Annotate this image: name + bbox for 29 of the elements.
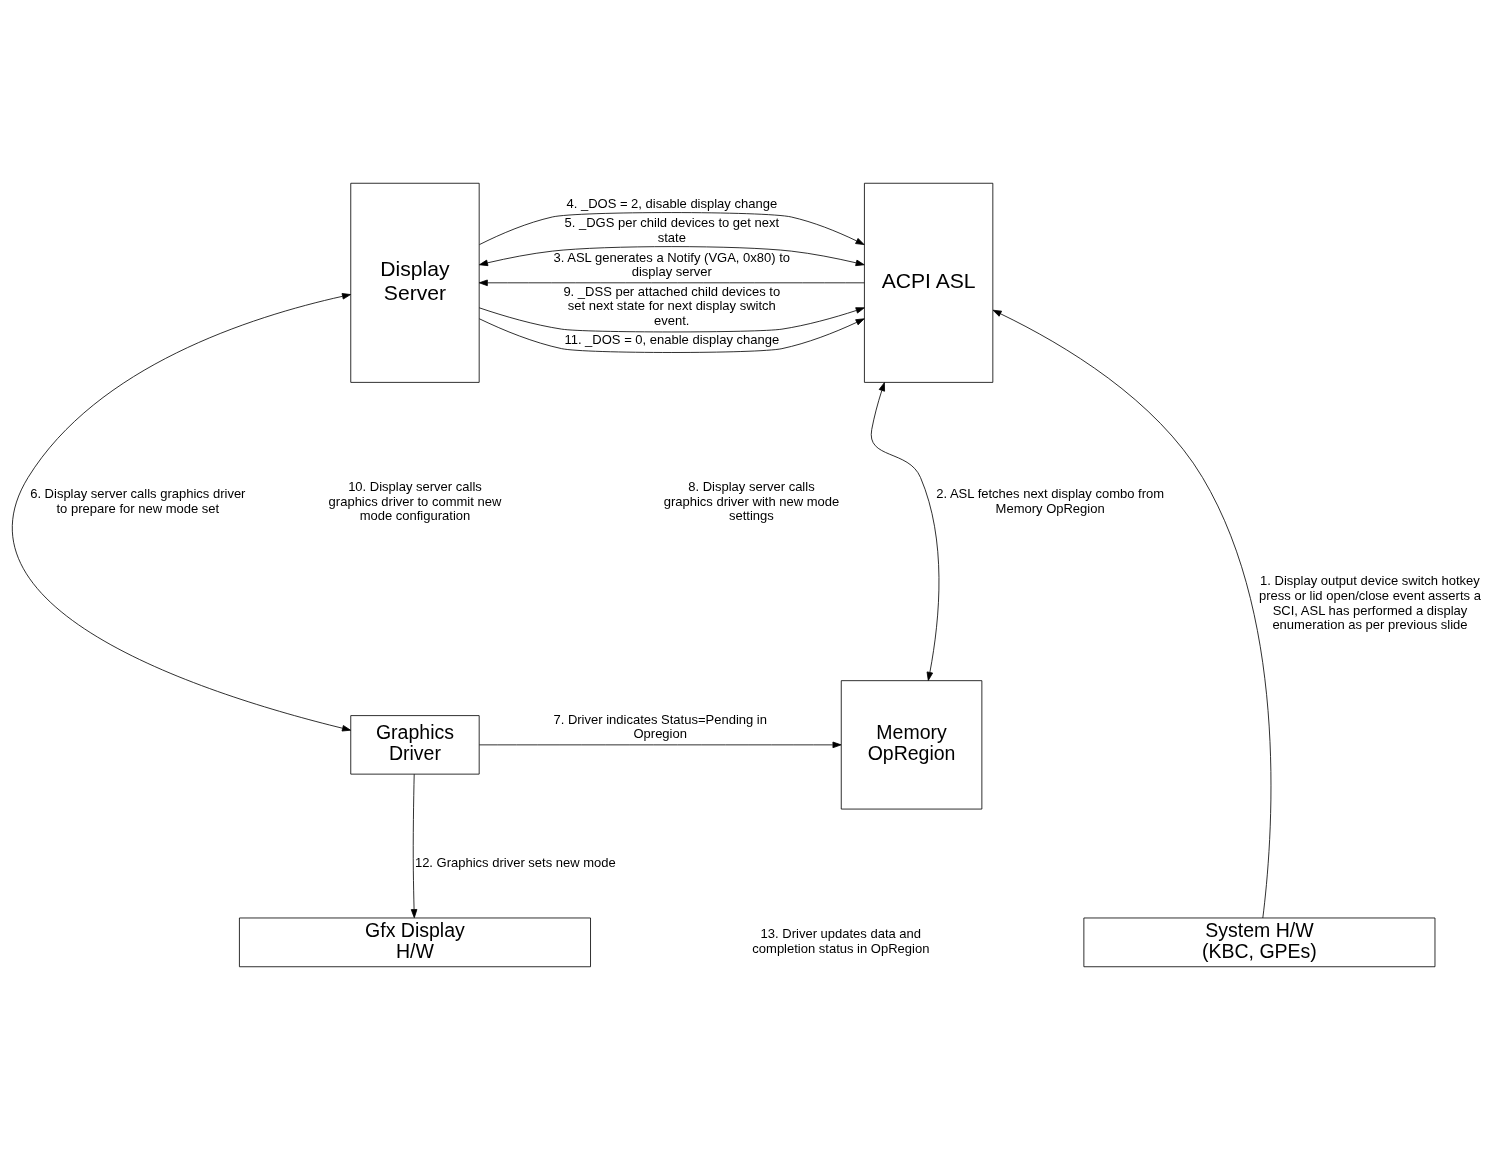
edge-label: 11. _DOS = 0, enable display change	[564, 332, 780, 348]
arrow	[479, 212, 865, 245]
node-box: Gfx Display H/W	[239, 917, 591, 968]
arrow	[478, 741, 842, 749]
node-box: Graphics Driver	[350, 715, 480, 775]
edge-label: 12. Graphics driver sets new mode	[414, 854, 616, 870]
edge-label: 3. ASL generates a Notify (VGA, 0x80) to display server	[553, 249, 791, 280]
edge-label: 9. _DSS per attached child devices to set next state for next display switch event.	[563, 283, 781, 328]
label: 13. Driver updates data and completion status in OpRegion	[752, 926, 930, 956]
node-box: Display Server	[350, 182, 480, 383]
edge-label: 6. Display server calls graphics driver to prepare for new mode set	[30, 486, 246, 517]
edge-label: 2. ASL fetches next display combo from Memory OpRegion	[936, 486, 1165, 517]
label: 10. Display server calls graphics driver to commit new mode configuration	[328, 479, 502, 524]
label: 8. Display server calls graphics driver with new mode settings	[663, 479, 840, 524]
arrow	[410, 773, 418, 919]
edge-label: 5. _DGS per child devices to get next state	[564, 215, 780, 246]
arrow	[478, 279, 865, 287]
arrow	[870, 382, 940, 681]
node-box: Memory OpRegion	[840, 680, 983, 810]
arrow	[479, 318, 865, 353]
node-box: System H/W (KBC, GPEs)	[1083, 917, 1436, 968]
edge-label: 7. Driver indicates Status=Pending in Opregion	[553, 711, 767, 742]
edge-label: 4. _DOS = 2, disable display change	[566, 195, 778, 211]
arrow	[478, 307, 865, 333]
arrow	[12, 293, 351, 732]
node-box: ACPI ASL	[864, 182, 994, 383]
edge-label: 1. Display output device switch hotkey press or lid open/close event asserts a SCI, ASL has performed a display enumeration as per previous slide	[1259, 573, 1481, 633]
arrow	[992, 309, 1272, 919]
arrow	[479, 246, 865, 267]
